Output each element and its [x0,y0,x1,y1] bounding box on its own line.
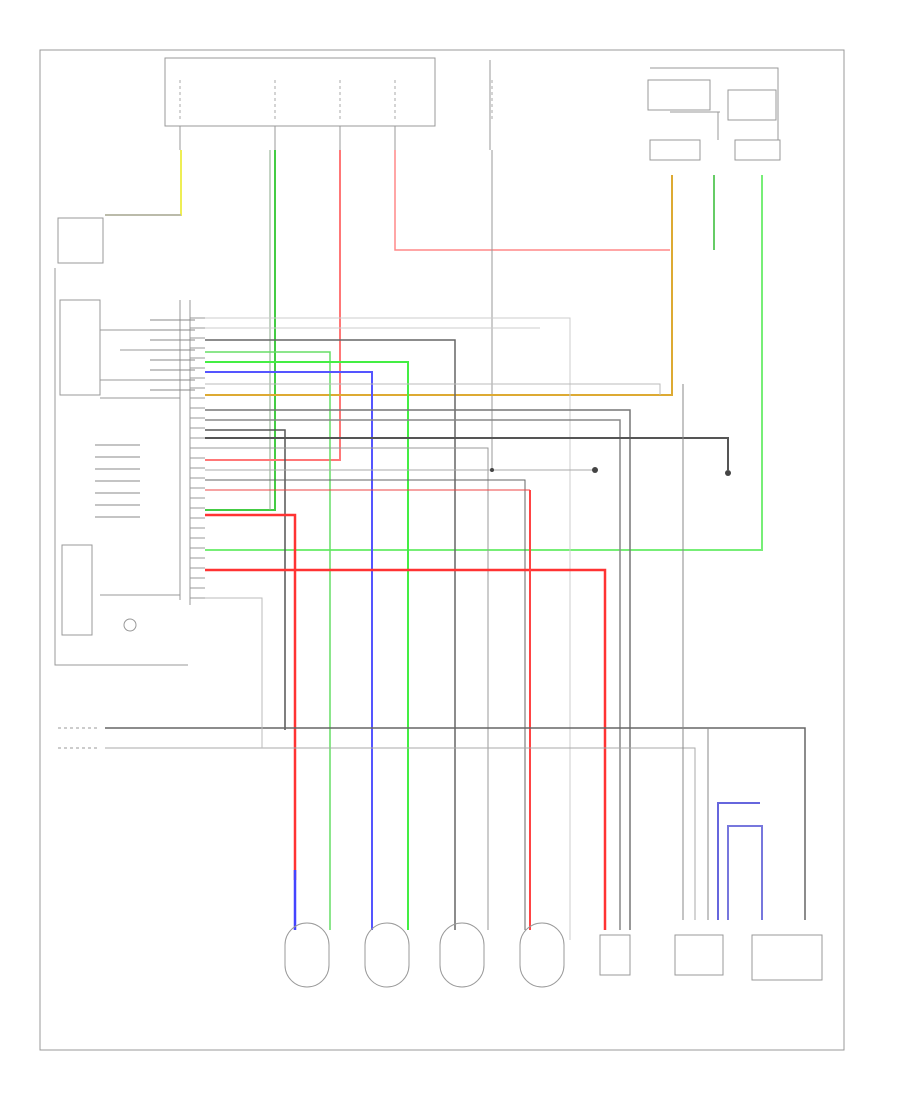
wire-orange-meter [205,175,673,396]
wheel-sensors [284,922,823,988]
wire-orange-fuse4 [394,150,670,251]
wire-green-fuse2 [205,150,276,511]
wire-gray-1 [205,317,571,940]
wire-dark-bottom1 [105,727,806,920]
wire-dark-11 [205,437,729,470]
wire-dark-12 [205,447,489,930]
wire-gray-ground [205,597,263,748]
fuse-box [164,57,491,150]
abs-control-unit [54,217,191,666]
wire-yellow-fuse1 [105,150,182,216]
wheel-sensor-lr [439,922,485,988]
wire-blue-6 [205,371,373,930]
wire-dark-8 [205,409,631,930]
transmission-range-switch [58,727,100,749]
fuse-symbols [179,80,493,120]
wire-green-5 [205,361,409,930]
cruise-control-unit [751,934,823,981]
abs-connector-pins [190,317,205,599]
wheel-sensor-rf [364,922,410,988]
wire-red-fuse3 [205,150,341,461]
wire-green-meter2 [205,175,763,551]
wire-red-16 [205,513,297,880]
wire-blue-cruise2 [727,825,763,920]
wire-blue-cruise1 [717,802,760,920]
stop-switch [599,934,631,976]
wire-dark-10 [205,429,286,730]
wire-green-4 [205,351,331,930]
abs-internal-pins [95,319,195,518]
combination-meter [647,67,781,161]
wire-dark-14 [205,479,526,930]
wheel-sensor-lf [519,922,565,988]
wire-dark-9 [205,419,621,930]
data-link-connector [674,934,724,976]
wire-gray-7 [205,383,661,395]
wheel-sensor-rr [284,922,330,988]
wire-dark-3 [205,339,456,930]
diagram-frame [39,49,845,1051]
wire-gray-bottom2 [105,747,696,920]
wire-red-17 [205,568,607,930]
ground-symbols [490,467,731,476]
